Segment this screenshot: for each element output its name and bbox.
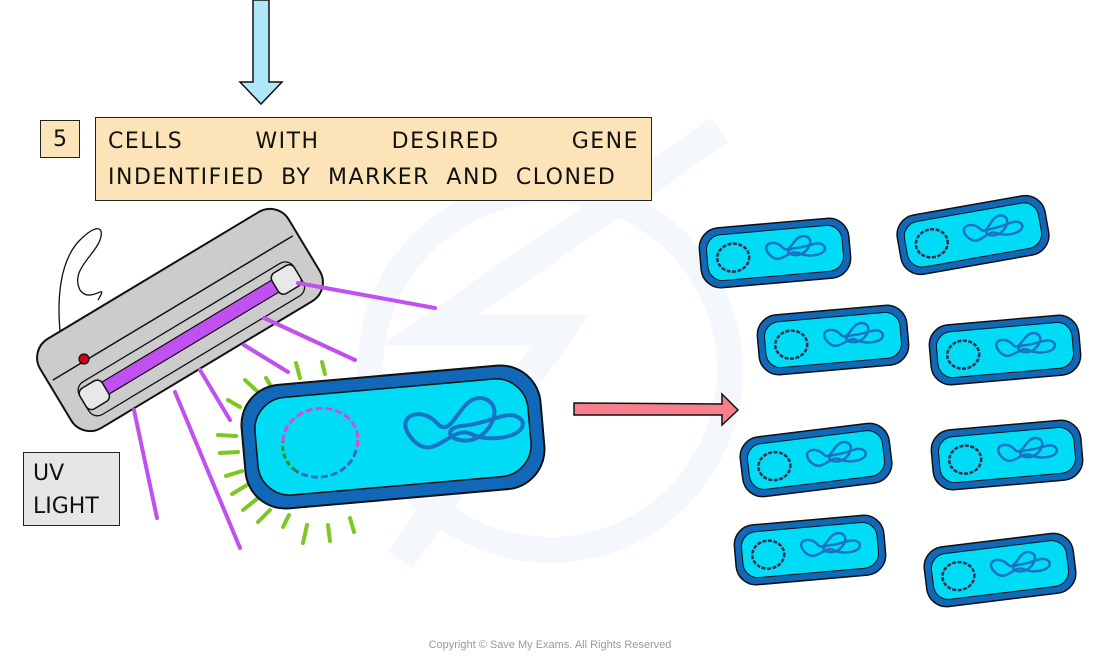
uv-label-line1: UV	[33, 461, 65, 486]
chromosome	[800, 532, 862, 558]
uv-rays	[132, 281, 437, 550]
plasmid	[757, 450, 792, 482]
right-arrow-icon	[573, 392, 740, 427]
plasmid	[716, 242, 751, 273]
cloned-bacterium	[923, 532, 1077, 608]
step-description: CELLS WITH DESIRED GENE INDENTIFIED BY M…	[95, 117, 652, 201]
lamp-button-icon	[78, 353, 90, 365]
chromosome	[823, 322, 885, 348]
chromosome	[989, 550, 1051, 577]
copyright-notice: Copyright © Save My Exams. All Rights Re…	[428, 639, 672, 651]
selected-bacterium	[240, 364, 546, 510]
plasmid	[751, 539, 786, 570]
cloned-bacterium	[930, 419, 1084, 491]
chromosome	[765, 235, 827, 261]
chromosome	[997, 437, 1059, 463]
chromosome	[962, 214, 1024, 242]
plasmid	[948, 444, 983, 475]
cloned-bacterium	[896, 194, 1050, 276]
cloned-bacterium	[739, 422, 893, 498]
cloned-bacterium	[928, 314, 1082, 386]
glow-lines	[216, 360, 356, 545]
plasmid	[914, 227, 950, 259]
uv-label-line2: LIGHT	[33, 494, 99, 519]
uv-light-label: UV LIGHT	[23, 452, 120, 526]
lamp-cord	[58, 228, 103, 349]
cloned-bacterium	[756, 304, 910, 376]
plasmid	[941, 560, 976, 592]
plasmid	[774, 329, 809, 360]
plasmid	[946, 339, 981, 370]
chromosome	[805, 440, 867, 467]
chromosome	[995, 332, 1057, 358]
plasmid-with-marker	[281, 406, 360, 479]
step-number-badge: 5	[40, 120, 80, 158]
down-arrow-icon	[238, 0, 284, 106]
uv-lamp	[36, 207, 324, 433]
cloned-bacterium	[698, 217, 852, 289]
cloned-bacterium	[733, 514, 887, 586]
chromosome	[403, 396, 525, 450]
cloned-bacteria	[698, 194, 1084, 608]
